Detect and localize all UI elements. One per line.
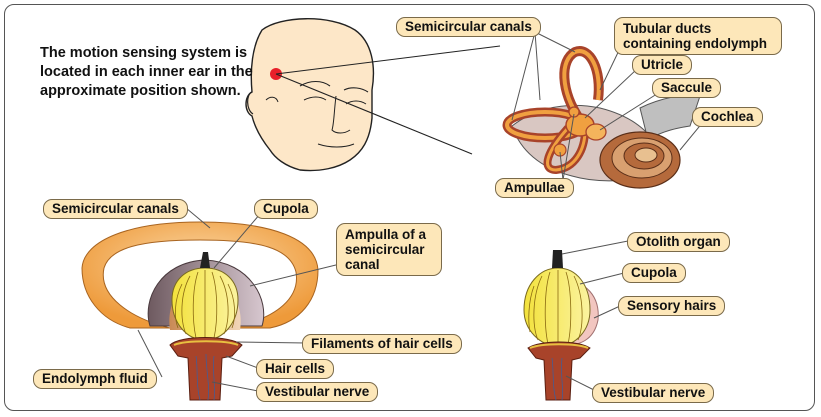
label-otolith-organ: Otolith organ (627, 232, 730, 252)
diagram-frame (4, 4, 815, 411)
label-cupola-right: Cupola (622, 263, 686, 283)
label-ampullae: Ampullae (495, 178, 574, 198)
otolith-leaders (561, 240, 629, 392)
head-illustration (245, 18, 501, 172)
label-cupola-left: Cupola (254, 199, 318, 219)
otolith-illustration (523, 250, 599, 401)
label-cochlea: Cochlea (692, 107, 763, 127)
label-tubular-ducts: Tubular ducts containing endolymph (614, 17, 782, 55)
label-saccule: Saccule (652, 78, 722, 98)
ampulla-leaders (137, 207, 341, 392)
label-hair-cells: Hair cells (256, 359, 335, 379)
label-ampulla-canal: Ampulla of a semicircular canal (336, 223, 442, 276)
label-vestibular-nerve-right: Vestibular nerve (592, 383, 715, 403)
label-semicircular-canals-left: Semicircular canals (43, 199, 188, 219)
label-utricle: Utricle (632, 55, 693, 75)
intro-text: The motion sensing system is located in … (40, 45, 253, 99)
label-endolymph-fluid: Endolymph fluid (33, 369, 157, 389)
label-sensory-hairs: Sensory hairs (618, 296, 726, 316)
inner-ear-illustration (502, 46, 701, 189)
ampulla-illustration (81, 221, 319, 401)
label-vestibular-nerve-left: Vestibular nerve (256, 382, 379, 402)
label-semicircular-canals-top: Semicircular canals (396, 17, 541, 37)
label-filaments: Filaments of hair cells (302, 334, 462, 354)
